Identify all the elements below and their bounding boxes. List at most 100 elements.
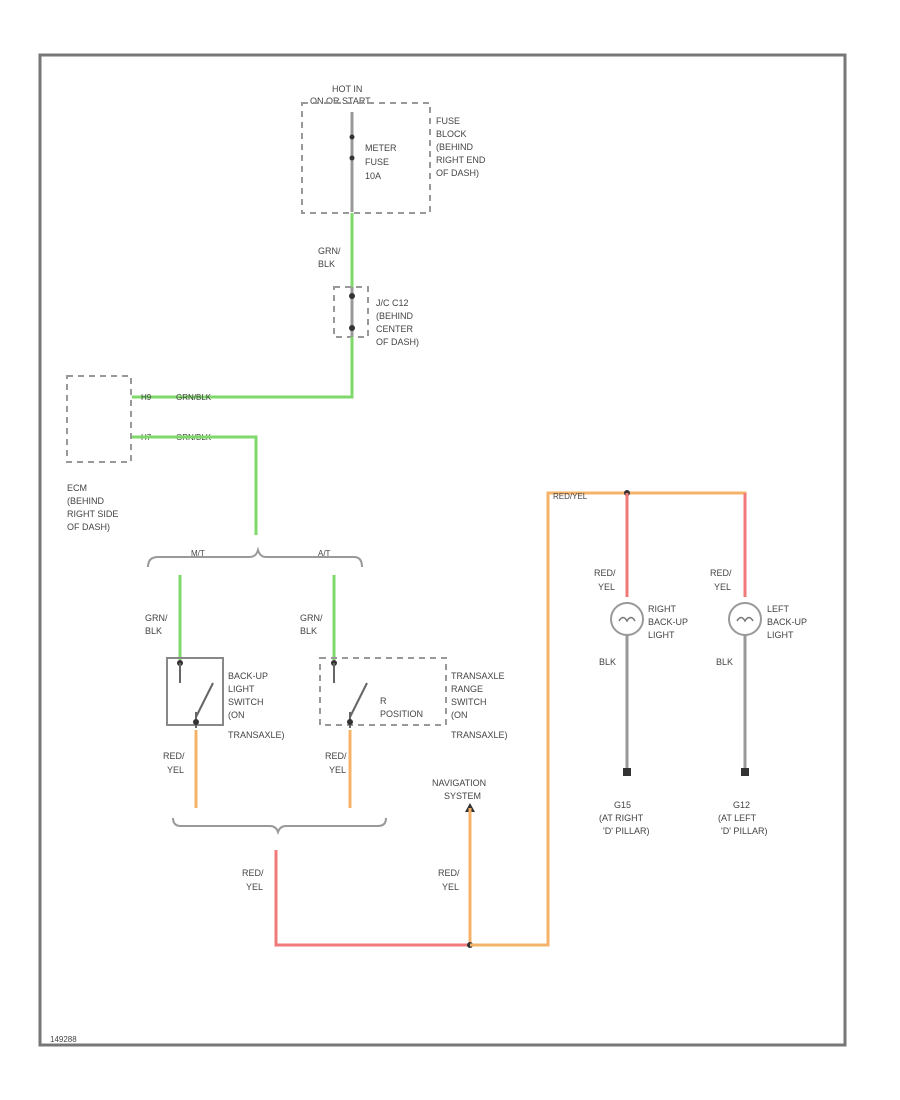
wire-grn-blk-left-2: BLK [145,626,162,636]
left-ground-icon [741,768,749,776]
jc-pin-top [349,293,355,299]
left-lamp-wire-2: YEL [714,582,731,592]
backup-switch-label-4: (ON [228,710,245,720]
jc-label-3: CENTER [376,324,414,334]
trans-switch-label-5: TRANSAXLE) [451,730,508,740]
right-ground-label-3: 'D' PILLAR) [603,826,649,836]
trans-switch-outline [319,657,447,726]
branch-mt: M/T [191,549,205,558]
ecm-pin-h9: H9 [141,393,152,402]
branch-bracket [147,546,363,568]
fuse-label-1: METER [365,143,397,153]
left-lamp-ground-wire-label: BLK [716,657,733,667]
hot-label-1: HOT IN [332,84,362,94]
trans-switch-position-label: POSITION [380,709,423,719]
fuse-block: HOT IN ON OR START METER FUSE 10A FUSE B… [301,84,486,214]
right-ground-label-2: (AT RIGHT [599,813,644,823]
right-lamp-ground-wire-label: BLK [599,657,616,667]
backup-switch-pin-bottom [193,719,199,725]
ecm-wire-h9: GRN/BLK [176,393,212,402]
fuse-location-3: (BEHIND [436,142,474,152]
wire-red-yel-lamps [470,491,747,947]
right-lamp-filament [618,616,636,623]
right-lamp-label-2: BACK-UP [648,617,688,627]
trans-switch-label-4: (ON [451,710,468,720]
backup-switch-label-1: BACK-UP [228,671,268,681]
fuse-location-4: RIGHT END [436,155,486,165]
jc-label-4: OF DASH) [376,337,419,347]
transmission-branch: M/T A/T [147,546,363,568]
fuse-location-1: FUSE [436,116,460,126]
jc-pin-bottom [349,325,355,331]
jc-label-2: (BEHIND [376,311,414,321]
junction-connector: J/C C12 (BEHIND CENTER OF DASH) [333,286,419,347]
left-ground-label-3: 'D' PILLAR) [721,826,767,836]
left-ground-label-1: G12 [733,800,750,810]
wire-grn-blk-left-1: GRN/ [145,613,168,623]
ecm-location-1: ECM [67,483,87,493]
fuse-block-outline [301,102,431,214]
wire-red-yel-bottom-right-2: YEL [442,882,459,892]
jc-label-1: J/C C12 [376,298,409,308]
wire-red-yel-bottom [274,850,470,947]
left-lamp-label-3: LIGHT [767,630,794,640]
trans-switch-label-3: SWITCH [451,697,487,707]
diagram-frame [38,53,847,1047]
ecm-location-3: RIGHT SIDE [67,509,118,519]
wire-grn-blk-top-1: GRN/ [318,246,341,256]
wire-red-yel-left-1: RED/ [163,751,185,761]
left-backup-light: RED/ YEL LEFT BACK-UP LIGHT BLK G12 (AT … [710,568,807,836]
wire-red-yel-right-1: RED/ [325,751,347,761]
wire-grn-blk-right-1: GRN/ [300,613,323,623]
wire-red-yel-bottom-left-1: RED/ [242,868,264,878]
right-lamp-label-3: LIGHT [648,630,675,640]
transaxle-range-switch: R POSITION TRANSAXLE RANGE SWITCH (ON TR… [319,657,508,740]
ecm: H9 GRN/BLK H7 GRN/BLK ECM (BEHIND RIGHT … [66,375,212,532]
trans-switch-position: R [380,696,387,706]
trans-switch-blade [349,682,368,718]
hot-label-2: ON OR START [310,96,371,106]
trans-switch-label-2: RANGE [451,684,483,694]
right-lamp-bulb-icon [610,602,644,636]
wire-grn-blk-h7 [132,435,258,535]
right-backup-light: RED/ YEL RIGHT BACK-UP LIGHT BLK G15 (AT… [594,568,688,836]
trans-switch-pin-bottom [347,719,353,725]
left-lamp-label-2: BACK-UP [767,617,807,627]
fuse-terminal-top [349,134,355,140]
navigation-connector [465,803,475,812]
right-lamp-wire-2: YEL [598,582,615,592]
backup-switch-label-3: SWITCH [228,697,264,707]
fuse-label-3: 10A [365,171,381,181]
left-lamp-bulb-icon [728,602,762,636]
wire-red-yel-bottom-right-1: RED/ [438,868,460,878]
backup-switch-label-5: TRANSAXLE) [228,730,285,740]
right-ground-label-1: G15 [614,800,631,810]
navigation-label-1: NAVIGATION [432,778,486,788]
right-lamp-wire-1: RED/ [594,568,616,578]
wire-red-yel-left-2: YEL [167,765,184,775]
figure-id: 149288 [50,1035,77,1044]
wire-grn-blk-right-2: BLK [300,626,317,636]
wire-grn-blk-top-2: BLK [318,259,335,269]
trans-switch-label-1: TRANSAXLE [451,671,505,681]
fuse-label-2: FUSE [365,157,389,167]
backup-light-switch: BACK-UP LIGHT SWITCH (ON TRANSAXLE) [166,657,285,740]
fuse-terminal-bottom [349,155,355,161]
wire-grn-blk-h9 [132,337,354,399]
wire-red-yel-bottom-left-2: YEL [246,882,263,892]
top-right-wire-label: RED/YEL [553,492,588,501]
left-lamp-wire-1: RED/ [710,568,732,578]
ecm-location-4: OF DASH) [67,522,110,532]
right-ground-icon [623,768,631,776]
fuse-location-5: OF DASH) [436,168,479,178]
backup-switch-blade [195,682,214,718]
left-lamp-label-1: LEFT [767,604,790,614]
fuse-location-2: BLOCK [436,129,467,139]
navigation-label-2: SYSTEM [444,791,481,801]
backup-switch-label-2: LIGHT [228,684,255,694]
left-ground-label-2: (AT LEFT [718,813,757,823]
branch-at: A/T [318,549,331,558]
left-lamp-filament [736,616,754,623]
wire-red-yel-right-2: YEL [329,765,346,775]
